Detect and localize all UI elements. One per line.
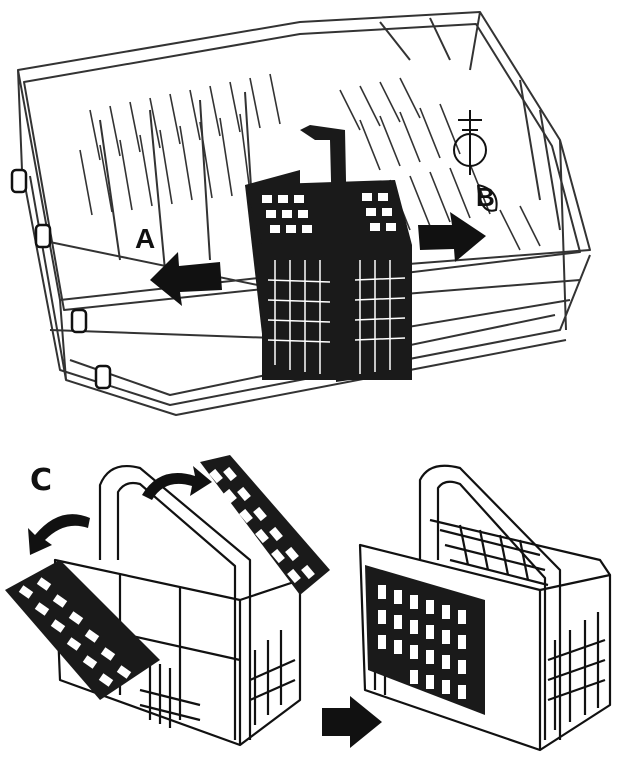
left-lid-flipped <box>5 560 160 700</box>
rack-wheels <box>10 168 112 390</box>
cutlery-basket-closed-lids <box>358 464 612 752</box>
arrow-a-icon <box>150 252 222 306</box>
right-lid-flipped <box>200 455 330 595</box>
cutlery-basket-in-rack <box>245 125 412 382</box>
label-a: A <box>135 223 155 254</box>
spray-arm-hub <box>453 110 498 212</box>
flip-left-curved-arrow-icon <box>28 514 90 555</box>
transition-arrow-icon <box>322 696 382 748</box>
front-lid-folded-down <box>365 565 485 715</box>
label-b: B <box>476 182 495 212</box>
arrow-b-icon <box>418 212 486 262</box>
flip-right-curved-arrow-icon <box>142 466 212 500</box>
label-c: C <box>30 463 52 498</box>
rack-tines <box>79 73 541 251</box>
